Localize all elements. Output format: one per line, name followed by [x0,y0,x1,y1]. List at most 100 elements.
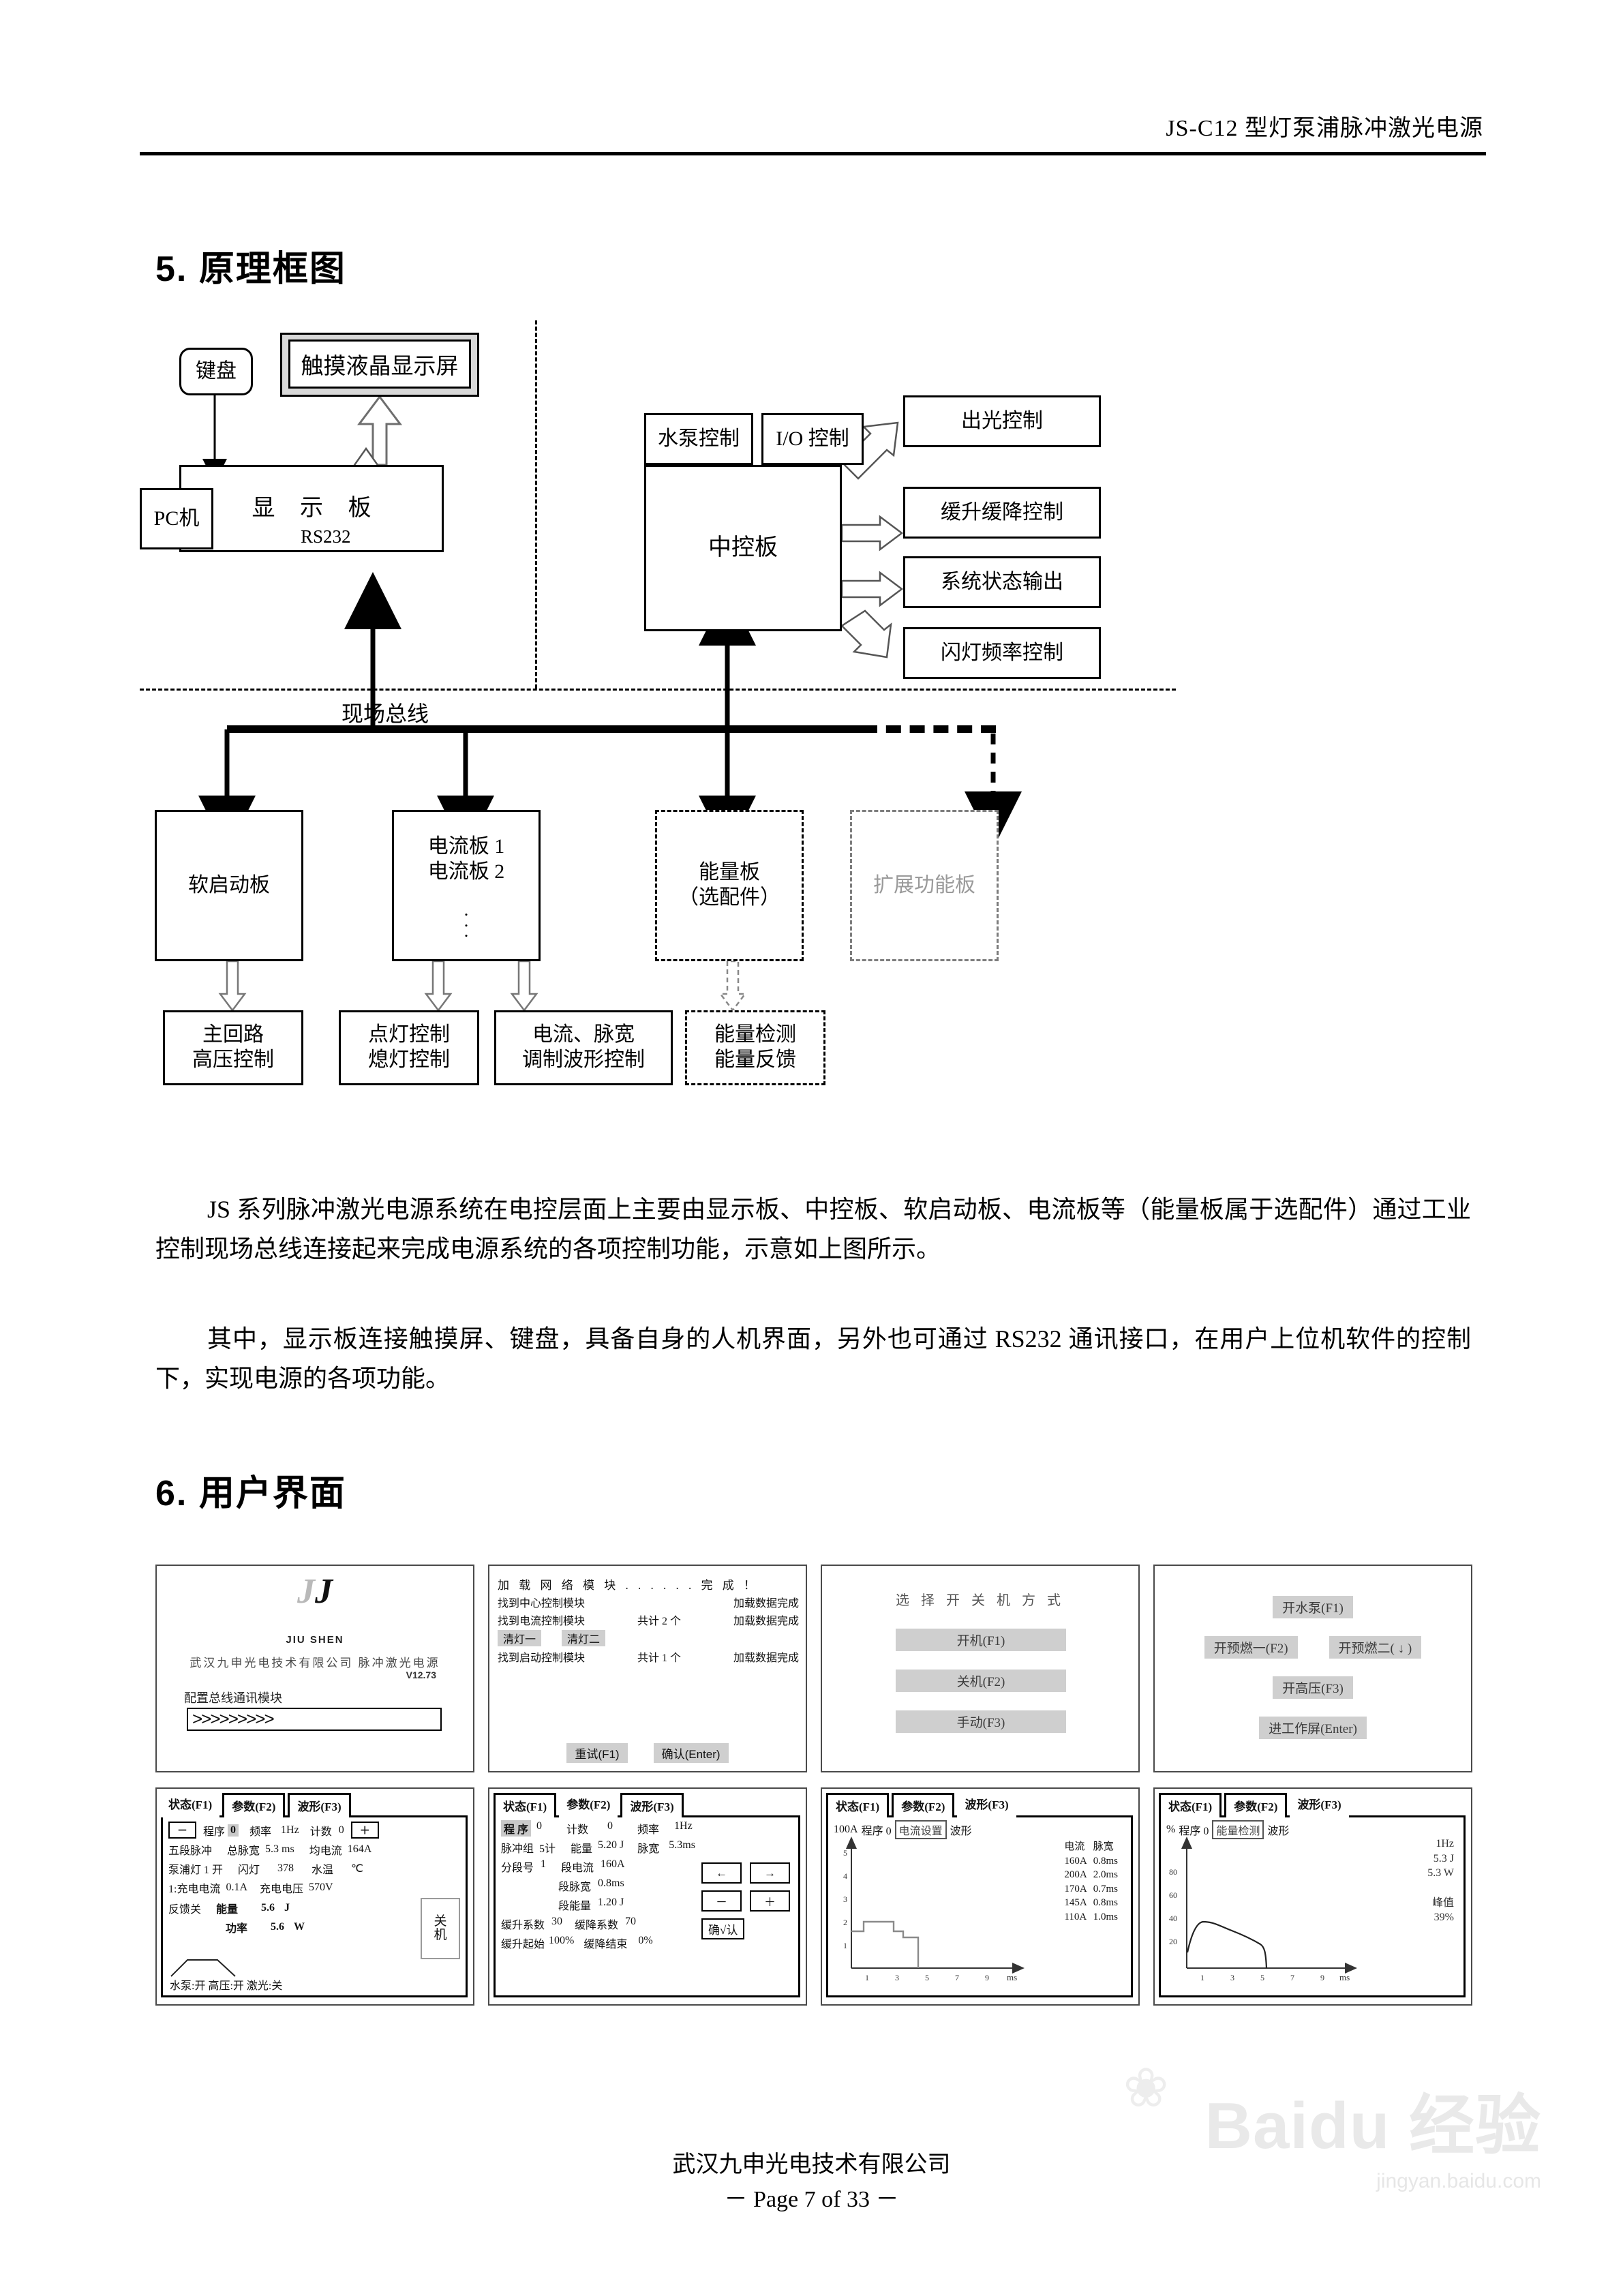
node-center-board: 中控板 [644,465,842,631]
total-width-label: 总脉宽 [227,1845,260,1857]
arrow-left-button[interactable]: ← [701,1862,742,1884]
param-rise-coef-label: 缓升系数 [501,1920,545,1931]
tab-status[interactable]: 状态(F1) [826,1793,890,1817]
log-row-mid: 共计 2 个 [637,1616,681,1627]
decrement-button[interactable]: － [168,1822,197,1839]
lamp-chip-1[interactable]: 清灯一 [498,1630,542,1646]
tab-status[interactable]: 状态(F1) [161,1793,220,1817]
ui-screenshot-grid: JJ JIU SHEN 武汉九申光电技术有限公司 脉冲激光电源 V12.73 配… [155,1565,1481,2021]
tab-waveform[interactable]: 波形(F3) [620,1793,684,1817]
tab-waveform[interactable]: 波形(F3) [1290,1793,1349,1817]
status-row-pulse: 五段脉冲 总脉宽 5.3 ms 均电流 164A [168,1841,460,1858]
loading-buttons: 重试(F1) 确认(Enter) [489,1743,806,1763]
enter-work-screen-button[interactable]: 进工作屏(Enter) [1259,1717,1367,1739]
confirm-button[interactable]: 确认(Enter) [653,1743,729,1763]
waveform-current-panel: 100A 程序 0 电流设置 波形 5 [826,1815,1133,1997]
param-segwidth-label: 段脉宽 [558,1882,592,1893]
param-energy-value: 5.20 J [598,1839,624,1851]
preburn-2-button[interactable]: 开预燃二( ↓ ) [1329,1636,1422,1659]
tab-status[interactable]: 状态(F1) [494,1793,557,1817]
waveform-mode-button[interactable]: 电流设置 [894,1820,947,1839]
tab-status[interactable]: 状态(F1) [1159,1793,1222,1817]
cell-current: 110A [1064,1911,1087,1922]
table-header-row: 电流 脉宽 [1064,1841,1123,1854]
paragraph-2: 其中，显示板连接触摸屏、键盘，具备自身的人机界面，另外也可通过 RS232 通讯… [155,1325,1471,1393]
screen-loading-log: 加 载 网 络 模 块 . . . . . . 完 成 ！ 找到中心控制模块 加… [488,1565,807,1772]
energy-unit: J [284,1902,290,1914]
col-header-width: 脉宽 [1093,1841,1114,1852]
flash-label: 闪灯 [238,1864,260,1876]
keypad-row-arrows: ← → [701,1862,790,1884]
tab-params[interactable]: 参数(F2) [222,1793,286,1817]
diagram-divider-horizontal [140,689,1176,691]
status-fields: － 程序 0 频率 1Hz 计数 0 ＋ 五段脉冲 总脉宽 5.3 [168,1822,460,1938]
power-label: 功率 [226,1923,248,1935]
energy-waveform-plot: 80 60 40 20 1 3 5 7 9 [1169,1837,1357,1982]
shutdown-label-2: 机 [434,1928,447,1942]
tab-waveform[interactable]: 波形(F3) [957,1793,1016,1817]
param-fields: 程 序 0 计数 0 频率 1Hz 脉冲组 5计 能量 5.20 J [501,1820,793,1954]
logo-glyph-icon: JJ [297,1572,333,1611]
power-on-button[interactable]: 开机(F1) [896,1629,1066,1651]
increment-button[interactable]: ＋ [350,1822,379,1839]
waveform-current-header: 100A 程序 0 电流设置 波形 [834,1820,972,1839]
node-wave-control-label1: 电流、脉宽 [532,1023,635,1046]
param-program-label: 程 序 [501,1820,532,1837]
param-row-range: 缓升起始 100% 缓降结束 0% [501,1935,793,1951]
preburn-1-button[interactable]: 开预燃一(F2) [1204,1636,1298,1659]
node-pc: PC机 [140,488,213,549]
node-display-board: 显 示 板 [179,465,444,552]
param-row-coef: 缓升系数 30 缓降系数 70 [501,1916,793,1932]
startup-row: 进工作屏(Enter) [1155,1717,1471,1739]
waveform-energy-xlabel: ms [1339,1972,1350,1982]
svg-text:80: 80 [1169,1867,1177,1877]
power-off-button[interactable]: 关机(F2) [896,1670,1066,1692]
minus-button[interactable]: － [701,1890,742,1912]
node-lcd-label: 触摸液晶显示屏 [301,354,459,379]
splash-company: 武汉九申光电技术有限公司 脉冲激光电源 [189,1657,440,1670]
avg-current-value: 164A [347,1843,372,1855]
lamp-chip-2[interactable]: 清灯二 [562,1630,606,1646]
node-soft-start-board: 软启动板 [155,810,303,961]
waveform-scale-label: 100A [834,1824,858,1835]
log-row: 找到电流控制模块 共计 2 个 加载数据完成 [498,1612,799,1628]
paw-print-icon: ❀ [1123,2059,1169,2119]
loading-log-body: 加 载 网 络 模 块 . . . . . . 完 成 ！ 找到中心控制模块 加… [498,1575,799,1665]
tab-waveform[interactable]: 波形(F3) [288,1793,351,1817]
start-water-pump-button[interactable]: 开水泵(F1) [1273,1596,1353,1618]
cell-current: 200A [1064,1869,1087,1881]
svg-text:20: 20 [1169,1937,1177,1946]
header-rule [140,152,1486,155]
high-voltage-button[interactable]: 开高压(F3) [1273,1676,1353,1699]
total-width-value: 5.3 ms [265,1843,294,1855]
waveform-energy-mode-button[interactable]: 能量检测 [1212,1820,1264,1839]
param-fall-end-value: 0% [638,1935,653,1946]
svg-text:4: 4 [843,1871,847,1881]
status-row-energy: 反馈关 能量 5.6 J [168,1900,460,1916]
tab-params[interactable]: 参数(F2) [892,1793,955,1817]
avg-current-label: 均电流 [309,1845,342,1857]
table-row: 200A 2.0ms [1064,1869,1123,1882]
params-confirm-button[interactable]: 确√认 [701,1918,745,1939]
param-width-label: 脉宽 [637,1843,660,1855]
tab-params[interactable]: 参数(F2) [559,1793,618,1817]
shutdown-button[interactable]: 关 机 [421,1898,460,1959]
svg-text:40: 40 [1169,1914,1177,1923]
param-row-group: 脉冲组 5计 能量 5.20 J 脉宽 5.3ms [501,1839,793,1856]
manual-mode-button[interactable]: 手动(F3) [896,1710,1066,1733]
retry-button[interactable]: 重试(F1) [566,1743,628,1763]
arrow-right-button[interactable]: → [750,1862,790,1884]
fieldbus-line [227,725,862,733]
param-segwidth-value: 0.8ms [598,1877,624,1889]
tab-params[interactable]: 参数(F2) [1224,1793,1288,1817]
plus-button[interactable]: ＋ [750,1890,790,1912]
node-light-output-control: 出光控制 [903,395,1101,447]
svg-text:1: 1 [1200,1973,1204,1982]
node-lamp-control-label1: 点灯控制 [368,1023,450,1046]
page-footer: 武汉九申光电技术有限公司 － Page 7 of 33 － [0,2147,1623,2217]
pulse-segment-label: 五段脉冲 [168,1845,213,1857]
power-value: 5.6 [271,1921,285,1933]
node-main-circuit-label2: 高压控制 [192,1048,274,1071]
params-tabbar: 状态(F1) 参数(F2) 波形(F3) [494,1793,684,1817]
